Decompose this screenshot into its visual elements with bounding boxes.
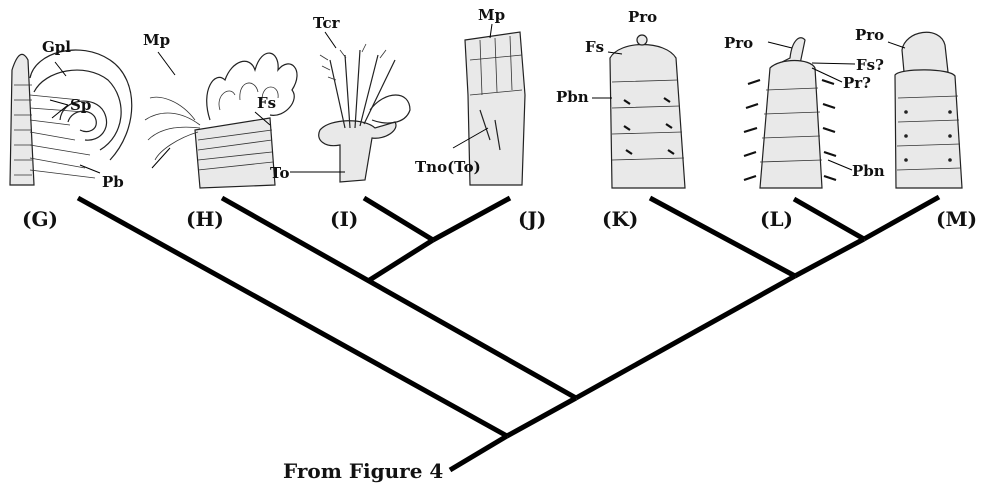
label-L-Pro: Pro bbox=[724, 34, 753, 52]
label-J-Tno: Tno(To) bbox=[415, 158, 481, 176]
branch-to-node-IJ bbox=[368, 240, 433, 281]
label-L-Pbn: Pbn bbox=[852, 162, 885, 180]
label-K-Pbn: Pbn bbox=[556, 88, 589, 106]
clade-label-L: (L) bbox=[760, 207, 793, 231]
label-H-Fs: Fs bbox=[257, 94, 276, 112]
label-J-Mp: Mp bbox=[478, 6, 505, 24]
label-K-Pro: Pro bbox=[628, 8, 657, 26]
clade-label-I: (I) bbox=[330, 207, 358, 231]
label-H-Mp: Mp bbox=[143, 31, 170, 49]
illustration-K: Pro Fs Pbn bbox=[556, 8, 685, 188]
clade-label-M: (M) bbox=[936, 207, 977, 231]
clade-label-G: (G) bbox=[22, 207, 58, 231]
illustration-I: Tcr To bbox=[270, 14, 410, 182]
clade-label-K: (K) bbox=[602, 207, 638, 231]
label-I-Tcr: Tcr bbox=[313, 14, 341, 32]
branch-to-M bbox=[864, 197, 939, 239]
branch-to-node-LM bbox=[795, 239, 864, 276]
tree-branches bbox=[78, 197, 939, 470]
branch-to-L bbox=[794, 199, 864, 239]
label-G-Sp: Sp bbox=[70, 96, 91, 114]
branch-to-node2 bbox=[507, 398, 576, 436]
illustration-L: Pro Fs? Pr? Pbn bbox=[724, 34, 885, 188]
clade-label-H: (H) bbox=[186, 207, 224, 231]
branch-to-I bbox=[364, 198, 433, 240]
label-K-Fs: Fs bbox=[585, 38, 604, 56]
branch-to-J bbox=[433, 198, 510, 240]
clade-label-J: (J) bbox=[518, 207, 546, 231]
branch-to-node-KLM bbox=[576, 276, 795, 398]
illustration-G: Gpl Sp Pb bbox=[10, 38, 132, 191]
label-L-Fs: Fs? bbox=[856, 56, 884, 74]
label-G-Pb: Pb bbox=[102, 173, 124, 191]
illustration-J: Mp Tno(To) bbox=[415, 6, 525, 185]
label-L-Pr: Pr? bbox=[843, 74, 871, 92]
label-M-Pro: Pro bbox=[855, 26, 884, 44]
root-label: From Figure 4 bbox=[283, 459, 443, 483]
branch-root bbox=[450, 436, 507, 470]
label-G-Gpl: Gpl bbox=[42, 38, 71, 56]
label-I-To: To bbox=[270, 164, 289, 182]
